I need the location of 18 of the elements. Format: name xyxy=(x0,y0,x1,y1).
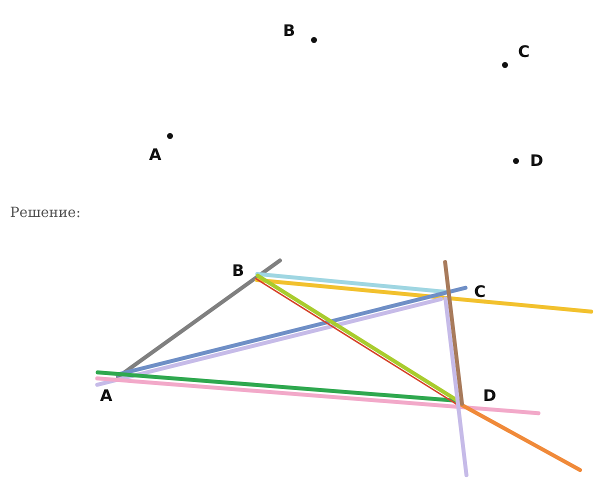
line xyxy=(95,376,540,416)
point-label: D xyxy=(530,151,544,171)
line xyxy=(443,296,461,412)
point-label: D xyxy=(483,386,496,406)
point-label: C xyxy=(474,282,486,302)
line xyxy=(116,258,282,379)
line xyxy=(254,278,487,304)
solution-heading: Решение: xyxy=(10,205,81,221)
line xyxy=(95,297,444,387)
line xyxy=(115,286,468,377)
point-label: C xyxy=(518,42,530,62)
line xyxy=(255,272,450,294)
point-label: A xyxy=(100,386,112,406)
point-label: B xyxy=(283,21,296,41)
line xyxy=(458,402,582,472)
point-label: B xyxy=(232,261,244,281)
point-label: A xyxy=(149,145,162,165)
line xyxy=(443,260,464,406)
